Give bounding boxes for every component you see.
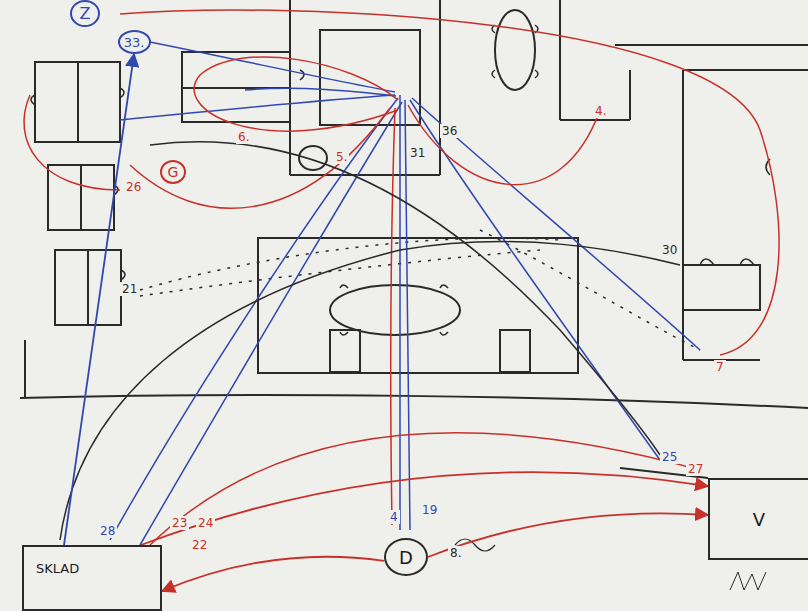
callout-number: 30	[660, 243, 679, 257]
movement-arrow	[162, 557, 384, 591]
plan-stroke	[182, 52, 290, 122]
dashed-paths	[140, 230, 700, 350]
plan-stroke	[629, 70, 631, 120]
plan-stroke	[121, 270, 125, 280]
plan-stroke	[682, 70, 684, 360]
callout-number: 21	[120, 282, 139, 296]
blue-paths	[110, 40, 700, 545]
node-text: Z	[80, 4, 91, 23]
plan-stroke	[492, 70, 495, 78]
plan-stroke	[258, 238, 578, 373]
plan-stroke	[140, 102, 402, 545]
plan-stroke	[340, 285, 348, 288]
plan-stroke	[440, 332, 448, 335]
callout-number: 22	[190, 538, 209, 552]
callout-number: 4	[388, 510, 400, 524]
plan-stroke	[700, 259, 714, 265]
plan-stroke	[140, 40, 395, 92]
plan-stroke	[299, 146, 327, 170]
red-paths	[24, 10, 779, 545]
plan-stroke	[130, 108, 390, 208]
plan-stroke	[150, 142, 660, 455]
movement-arrow	[64, 54, 134, 545]
plan-stroke	[683, 265, 760, 310]
plan-stroke	[730, 572, 766, 590]
plan-stroke	[290, 174, 440, 176]
movement-arrow	[428, 513, 708, 557]
plan-stroke	[330, 330, 360, 372]
plan-stroke	[55, 250, 121, 325]
plan-stroke	[120, 95, 395, 120]
zone-box: V	[708, 478, 808, 560]
door-circle: D	[384, 538, 428, 576]
plan-stroke	[340, 332, 348, 335]
node-text: SKLAD	[36, 561, 79, 576]
node-text: D	[399, 547, 413, 568]
plan-stroke	[500, 330, 530, 372]
plan-stroke	[48, 165, 114, 230]
callout-number: 4.	[593, 104, 608, 118]
callout-number: 36	[440, 124, 459, 138]
plan-stroke	[300, 70, 304, 80]
place-circle: G	[160, 160, 186, 184]
plan-stroke	[440, 285, 448, 288]
plan-stroke	[87, 250, 89, 325]
plan-stroke	[77, 62, 79, 142]
plan-stroke	[140, 250, 540, 296]
node-text: V	[753, 509, 765, 530]
furniture	[20, 0, 808, 478]
plan-stroke	[24, 95, 120, 190]
plan-stroke	[559, 0, 561, 120]
callout-number: 28	[98, 524, 117, 538]
plan-stroke	[194, 57, 398, 131]
movement-arrow	[141, 472, 708, 545]
plan-stroke	[80, 165, 82, 230]
callout-number: 26	[124, 180, 143, 194]
place-circle: Z	[70, 0, 100, 27]
plan-stroke	[20, 395, 808, 408]
plan-stroke	[24, 340, 26, 398]
callout-number: 8.	[448, 546, 463, 560]
plan-stroke	[120, 88, 124, 98]
plan-stroke	[615, 44, 808, 46]
plan-stroke	[405, 100, 410, 530]
plan-stroke	[412, 98, 700, 350]
plan-stroke	[245, 88, 396, 96]
callout-number: 19	[420, 503, 439, 517]
callout-number: 27	[686, 462, 705, 476]
plan-stroke	[391, 108, 395, 525]
place-circle: 33.	[118, 30, 151, 54]
node-text: 33.	[124, 35, 145, 50]
callout-number: 23	[170, 516, 189, 530]
plan-stroke	[150, 433, 700, 545]
storage-box: SKLAD	[22, 545, 162, 611]
plan-stroke	[330, 285, 460, 335]
plan-stroke	[31, 95, 35, 105]
black-paths	[60, 142, 766, 590]
callout-number: 7	[714, 360, 726, 374]
plan-stroke	[289, 0, 291, 175]
plan-stroke	[495, 10, 535, 90]
callout-number: 5.	[334, 150, 349, 164]
plan-stroke	[120, 10, 779, 355]
plan-stroke	[683, 69, 808, 71]
node-text: G	[168, 164, 179, 180]
plan-stroke	[408, 105, 600, 185]
callout-number: 24	[196, 516, 215, 530]
plan-stroke	[60, 242, 680, 540]
plan-stroke	[740, 259, 754, 265]
plan-stroke	[399, 95, 401, 530]
callout-number: 25	[660, 450, 679, 464]
plan-stroke	[35, 62, 120, 142]
callout-number: 31	[408, 146, 427, 160]
callout-number: 6.	[236, 130, 251, 144]
plan-stroke	[535, 70, 538, 78]
